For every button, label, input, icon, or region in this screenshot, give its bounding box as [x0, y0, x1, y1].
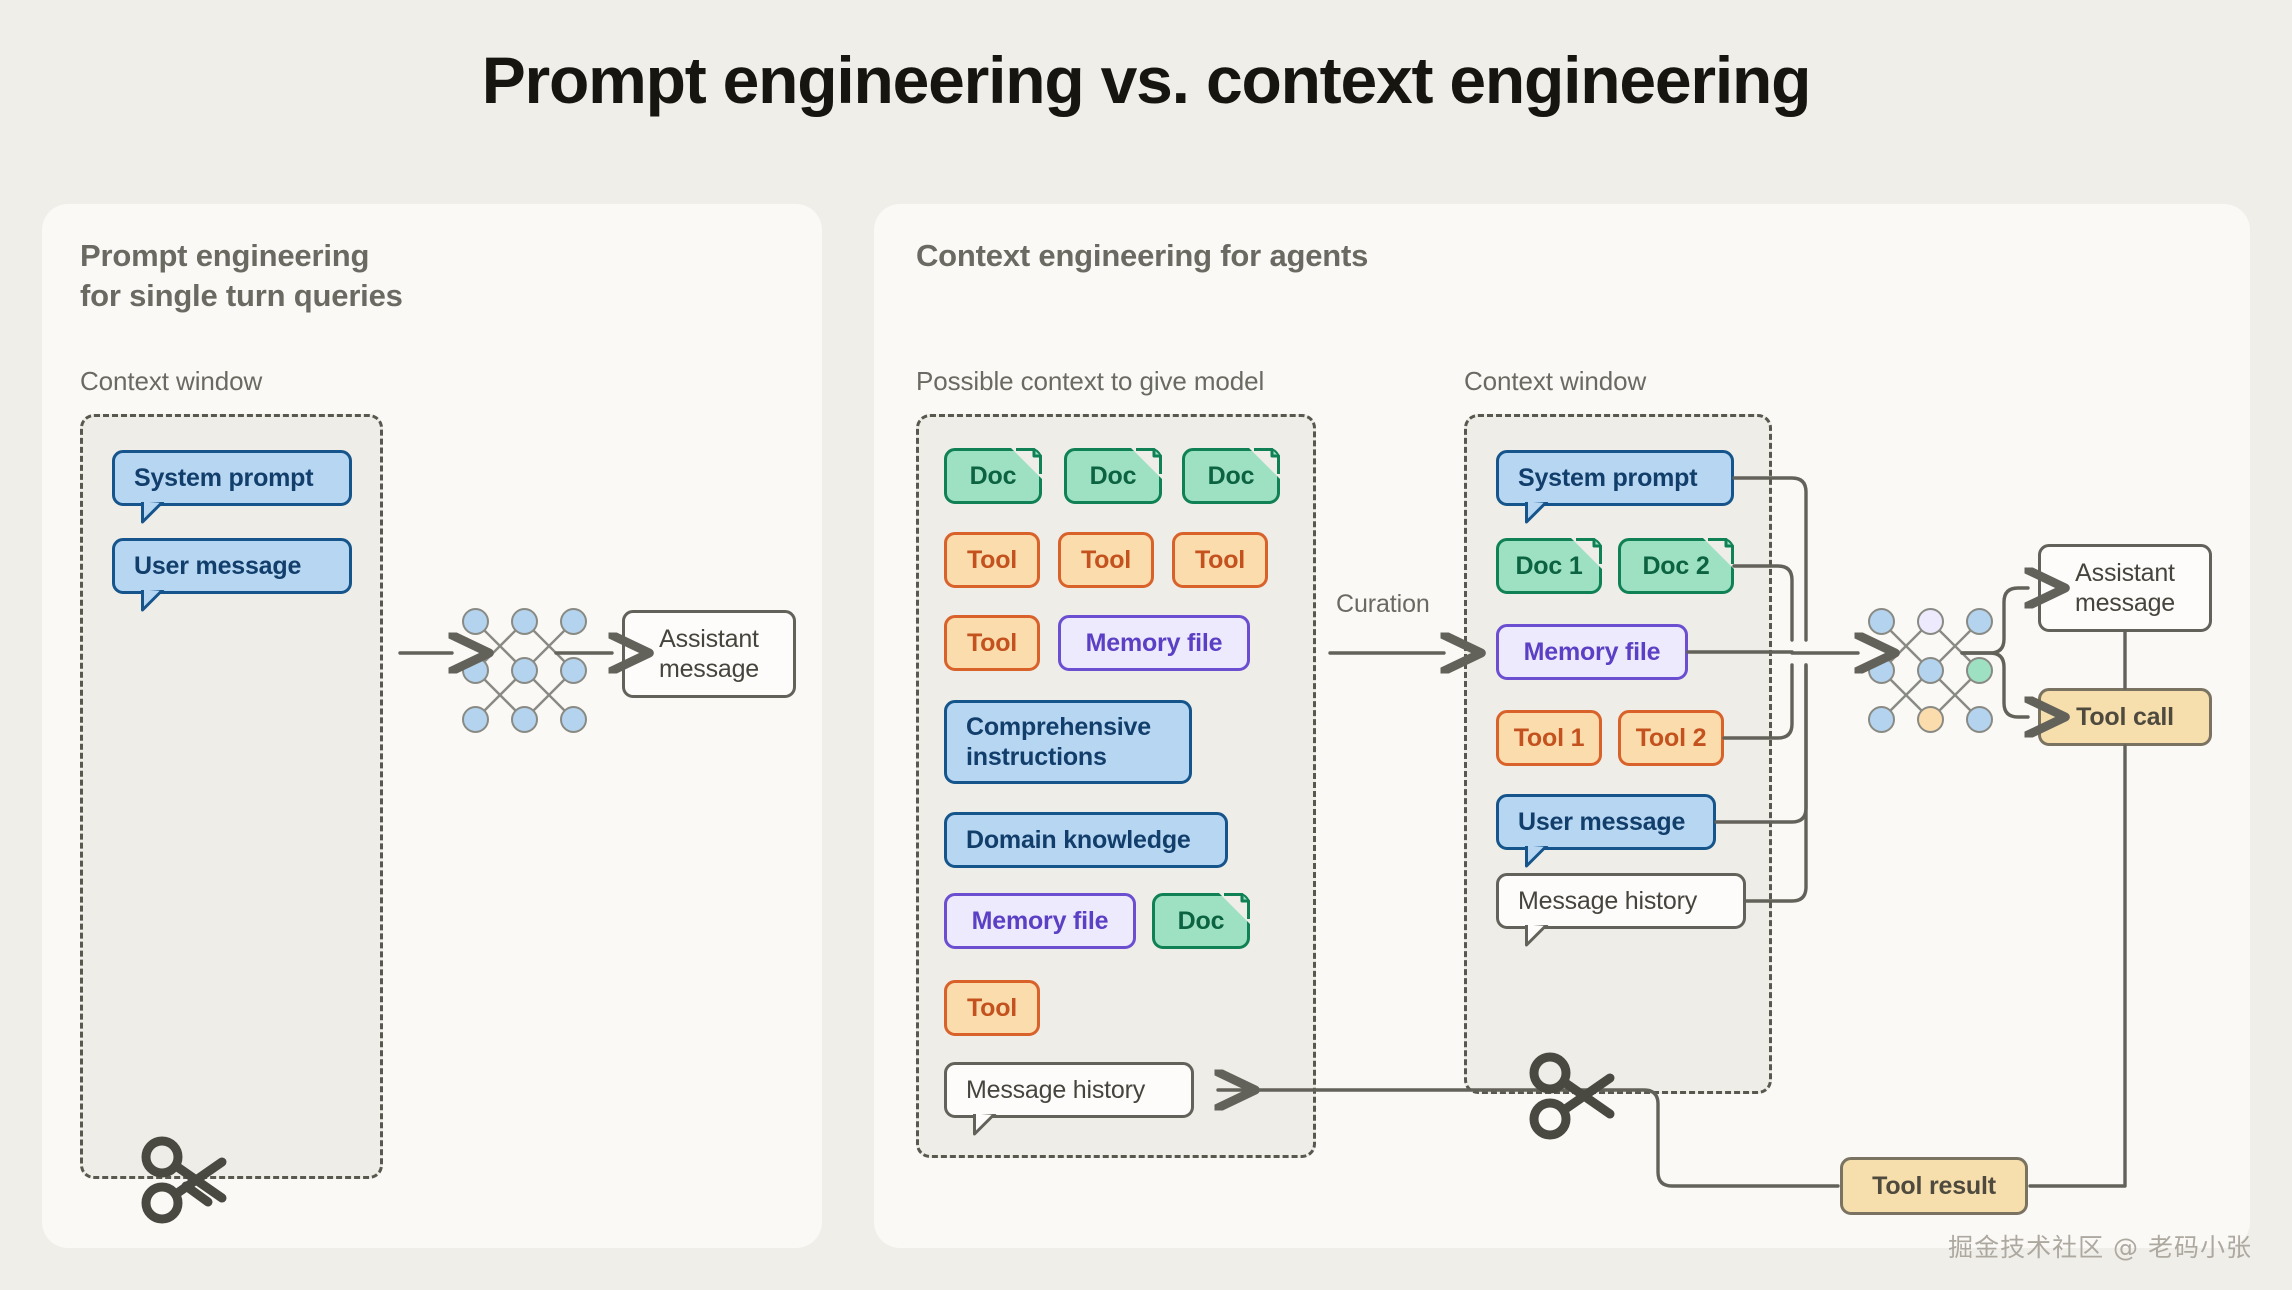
- cw-chip-doc-2[interactable]: Doc 2: [1618, 538, 1734, 594]
- left-chip-user-message-label: User message: [134, 551, 302, 580]
- neural-node: [560, 608, 587, 635]
- neural-node: [1917, 608, 1944, 635]
- neural-node: [1966, 657, 1993, 684]
- right-output-assistant-message-label: Assistant message: [2074, 558, 2176, 618]
- cw-chip-user-message-label: User message: [1518, 807, 1686, 836]
- neural-node: [1917, 706, 1944, 733]
- neural-node: [1966, 608, 1993, 635]
- right-context-window-label: Context window: [1464, 366, 1647, 396]
- cw-chip-doc-2-label: Doc 2: [1642, 551, 1710, 580]
- neural-node: [560, 706, 587, 733]
- cw-chip-tool-1-label: Tool 1: [1513, 723, 1585, 752]
- pc-chip-doc-3-label: Doc: [1207, 461, 1255, 490]
- neural-node: [1868, 657, 1895, 684]
- doc-fold-icon: [1571, 538, 1602, 569]
- possible-context-box: [916, 414, 1316, 1158]
- left-context-window-label: Context window: [80, 366, 263, 396]
- right-panel-title: Context engineering for agents: [916, 238, 1369, 273]
- doc-fold-icon: [1249, 448, 1280, 479]
- pc-chip-doc-4-label: Doc: [1177, 906, 1225, 935]
- pc-chip-tool-2[interactable]: Tool: [1058, 532, 1154, 588]
- pc-chip-domain-knowledge[interactable]: Domain knowledge: [944, 812, 1228, 868]
- neural-node: [462, 608, 489, 635]
- right-output-assistant-message[interactable]: Assistant message: [2038, 544, 2212, 632]
- neural-node: [511, 657, 538, 684]
- neural-node: [1917, 657, 1944, 684]
- right-output-tool-call[interactable]: Tool call: [2038, 688, 2212, 746]
- pc-chip-memory-file-2-label: Memory file: [971, 906, 1109, 935]
- pc-chip-comprehensive-instructions-label: Comprehensive instructions: [966, 712, 1151, 772]
- pc-chip-doc-4[interactable]: Doc: [1152, 893, 1250, 949]
- cw-chip-doc-1-label: Doc 1: [1515, 551, 1583, 580]
- neural-node: [462, 706, 489, 733]
- doc-fold-icon: [1703, 538, 1734, 569]
- right-output-tool-call-label: Tool call: [2076, 702, 2174, 731]
- left-context-window-box: [80, 414, 383, 1179]
- neural-node: [1966, 706, 1993, 733]
- pc-chip-memory-file-2[interactable]: Memory file: [944, 893, 1136, 949]
- pc-chip-message-history-label: Message history: [966, 1075, 1146, 1104]
- bubble-tail-icon: [1525, 917, 1555, 947]
- cw-chip-memory-file[interactable]: Memory file: [1496, 624, 1688, 680]
- pc-chip-doc-2-label: Doc: [1089, 461, 1137, 490]
- cw-chip-tool-1[interactable]: Tool 1: [1496, 710, 1602, 766]
- neural-node: [462, 657, 489, 684]
- cw-chip-memory-file-label: Memory file: [1523, 637, 1661, 666]
- pc-chip-tool-3[interactable]: Tool: [1172, 532, 1268, 588]
- pc-chip-tool-5-label: Tool: [966, 993, 1018, 1022]
- bubble-tail-icon: [973, 1106, 1003, 1136]
- pc-chip-doc-2[interactable]: Doc: [1064, 448, 1162, 504]
- pc-chip-doc-3[interactable]: Doc: [1182, 448, 1280, 504]
- pc-chip-tool-3-label: Tool: [1194, 545, 1246, 574]
- left-output-assistant-message-label: Assistant message: [658, 624, 760, 684]
- cw-chip-system-prompt-label: System prompt: [1518, 463, 1698, 492]
- watermark: 掘金技术社区 @ 老码小张: [1948, 1233, 2252, 1262]
- possible-context-label: Possible context to give model: [916, 366, 1265, 396]
- pc-chip-comprehensive-instructions[interactable]: Comprehensive instructions: [944, 700, 1192, 784]
- cw-chip-message-history[interactable]: Message history: [1496, 873, 1746, 947]
- pc-chip-tool-4-label: Tool: [966, 628, 1018, 657]
- neural-node: [1868, 706, 1895, 733]
- neural-node: [1868, 608, 1895, 635]
- bubble-tail-icon: [1525, 494, 1555, 524]
- cw-chip-system-prompt[interactable]: System prompt: [1496, 450, 1734, 524]
- pc-chip-tool-1-label: Tool: [966, 545, 1018, 574]
- neural-node: [560, 657, 587, 684]
- cw-chip-user-message[interactable]: User message: [1496, 794, 1716, 868]
- doc-fold-icon: [1219, 893, 1250, 924]
- cw-chip-tool-2-label: Tool 2: [1635, 723, 1707, 752]
- left-chip-system-prompt-label: System prompt: [134, 463, 314, 492]
- page-title: Prompt engineering vs. context engineeri…: [481, 43, 1812, 117]
- pc-chip-doc-1-label: Doc: [969, 461, 1017, 490]
- left-output-assistant-message[interactable]: Assistant message: [622, 610, 796, 698]
- pc-chip-memory-file-1-label: Memory file: [1085, 628, 1223, 657]
- left-chip-system-prompt[interactable]: System prompt: [112, 450, 352, 524]
- pc-chip-tool-5[interactable]: Tool: [944, 980, 1040, 1036]
- left-panel-title: Prompt engineering for single turn queri…: [80, 238, 403, 313]
- pc-chip-tool-1[interactable]: Tool: [944, 532, 1040, 588]
- tool-result-chip-label: Tool result: [1872, 1171, 1996, 1200]
- bubble-tail-icon: [141, 582, 171, 612]
- pc-chip-memory-file-1[interactable]: Memory file: [1058, 615, 1250, 671]
- neural-node: [511, 608, 538, 635]
- cw-chip-tool-2[interactable]: Tool 2: [1618, 710, 1724, 766]
- bubble-tail-icon: [141, 494, 171, 524]
- pc-chip-tool-2-label: Tool: [1080, 545, 1132, 574]
- bubble-tail-icon: [1525, 838, 1555, 868]
- cw-chip-doc-1[interactable]: Doc 1: [1496, 538, 1602, 594]
- cw-chip-message-history-label: Message history: [1518, 886, 1698, 915]
- doc-fold-icon: [1131, 448, 1162, 479]
- pc-chip-message-history[interactable]: Message history: [944, 1062, 1194, 1136]
- left-chip-user-message[interactable]: User message: [112, 538, 352, 612]
- pc-chip-tool-4[interactable]: Tool: [944, 615, 1040, 671]
- curation-label: Curation: [1336, 590, 1430, 618]
- pc-chip-doc-1[interactable]: Doc: [944, 448, 1042, 504]
- doc-fold-icon: [1011, 448, 1042, 479]
- pc-chip-domain-knowledge-label: Domain knowledge: [966, 825, 1191, 854]
- neural-node: [511, 706, 538, 733]
- tool-result-chip[interactable]: Tool result: [1840, 1157, 2028, 1215]
